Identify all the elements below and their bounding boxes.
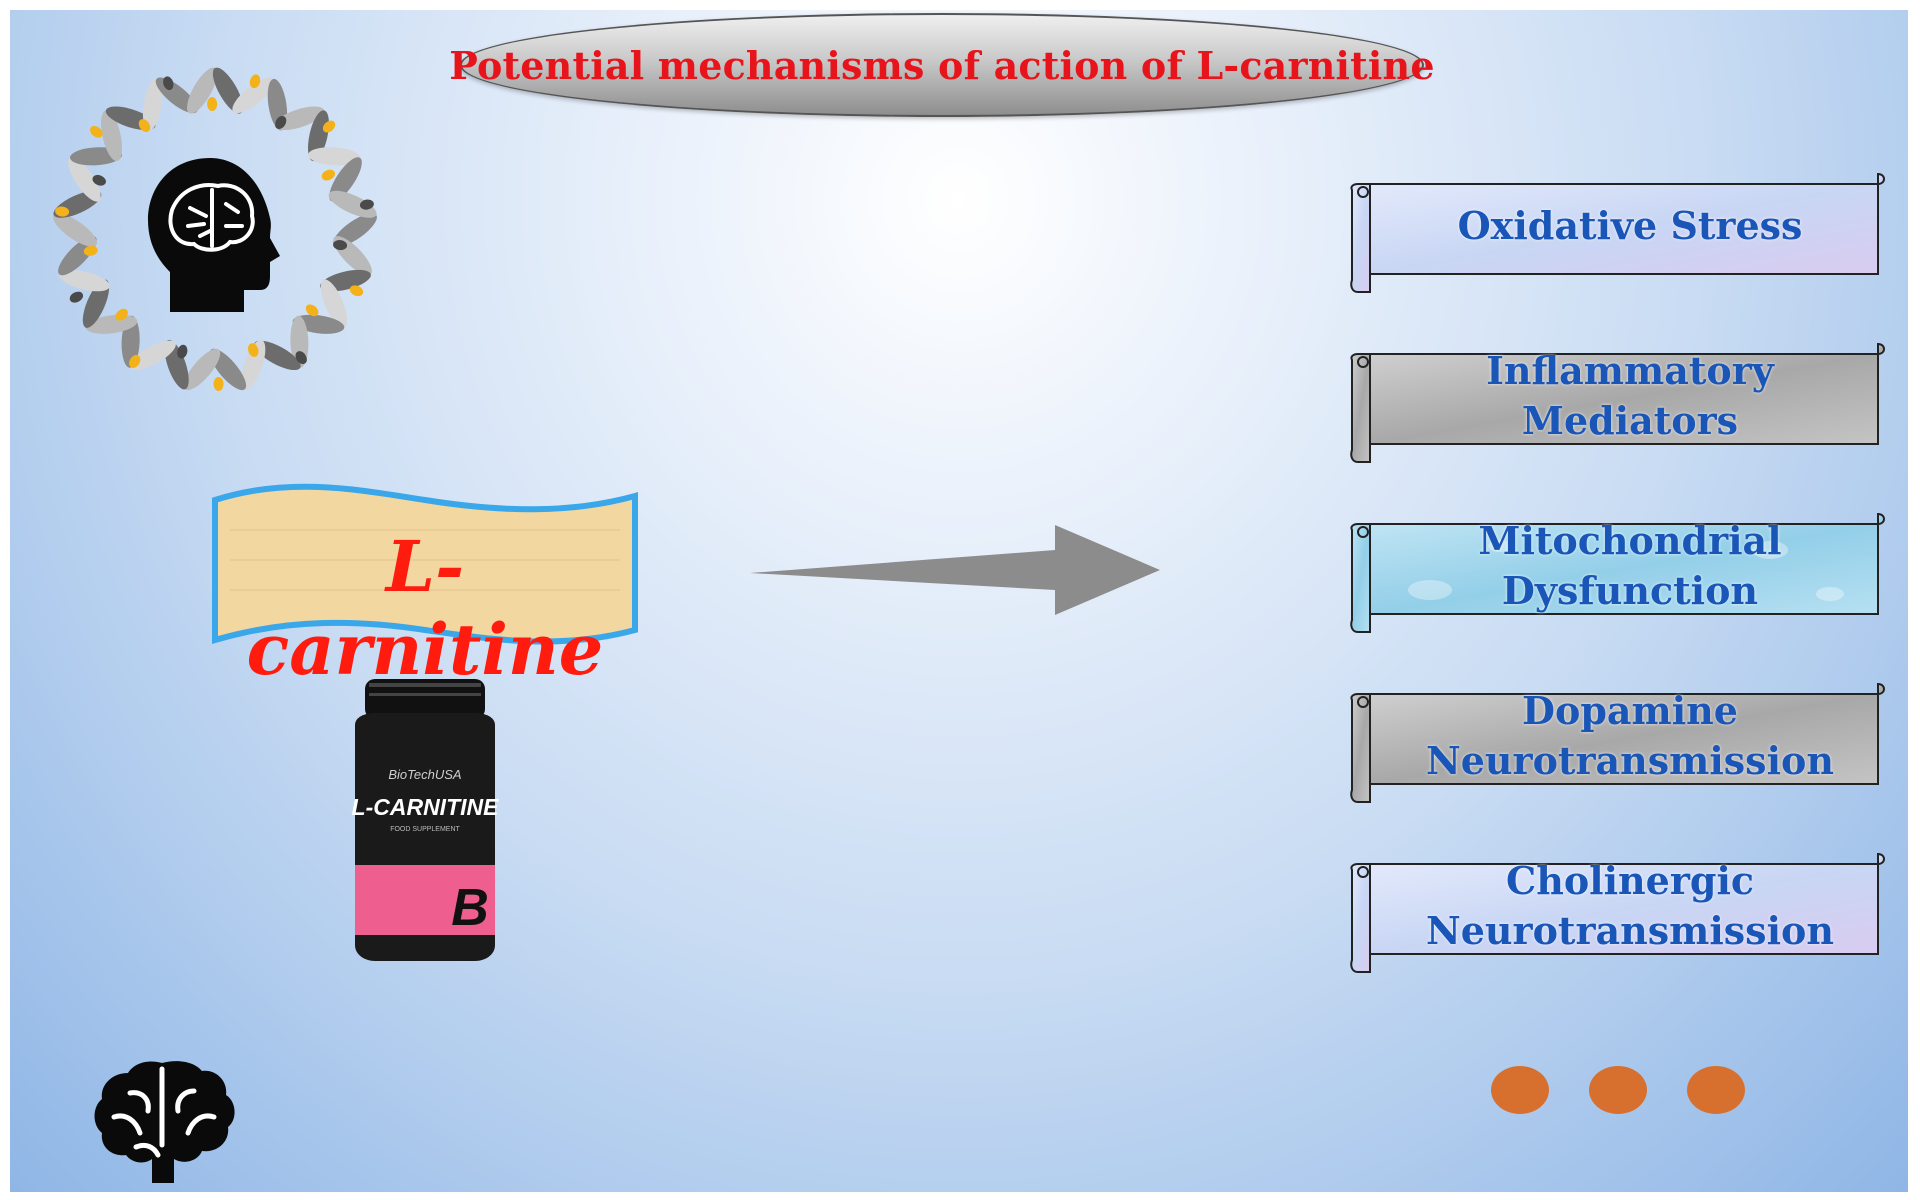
wreath-berry xyxy=(138,119,151,133)
wreath-berry xyxy=(129,354,141,368)
wreath-leaf xyxy=(187,67,218,114)
wreath-leaf xyxy=(254,340,301,371)
bottle-subtitle: FOOD SUPPLEMENT xyxy=(390,826,460,833)
wreath-leaf xyxy=(53,213,97,247)
wreath-leaf xyxy=(142,78,163,131)
wreath-leaf xyxy=(183,348,221,391)
bottle-logo: B xyxy=(451,879,489,937)
wreath-leaf xyxy=(85,314,138,334)
wreath-leaf xyxy=(320,279,348,328)
ellipsis-dots-icon xyxy=(1491,1066,1745,1114)
arrow-right-icon xyxy=(750,525,1160,615)
brain-head-wreath-icon xyxy=(53,67,377,391)
diagram-canvas: Potential mechanisms of action of L-carn… xyxy=(10,10,1908,1192)
scroll-shape xyxy=(1350,852,1885,973)
wreath-berry xyxy=(177,344,188,359)
title-pill: Potential mechanisms of action of L-carn… xyxy=(449,13,1435,117)
bottle-product: L-CARNITINE xyxy=(352,794,500,820)
wreath-berry xyxy=(322,120,336,133)
wreath-leaf xyxy=(129,340,176,371)
wreath-berry xyxy=(163,76,174,91)
wreath-berry xyxy=(349,285,364,297)
mechanism-item: Oxidative Stress xyxy=(1350,170,1890,294)
wreath-berry xyxy=(83,245,98,256)
mechanism-label: Oxidative Stress xyxy=(1457,203,1803,248)
wreath-berry xyxy=(275,115,287,129)
wreath-berry xyxy=(305,304,319,317)
wreath-leaf xyxy=(101,110,123,162)
scroll-shape xyxy=(1350,342,1885,463)
supplement-bottle-image: BioTechUSA L-CARNITINE FOOD SUPPLEMENT B xyxy=(352,679,500,961)
wreath-leaf xyxy=(328,190,377,218)
wreath-leaf xyxy=(82,279,110,328)
bottle-brand: BioTechUSA xyxy=(388,767,461,782)
wreath-leaf xyxy=(308,147,360,166)
wreath-leaf xyxy=(232,77,275,114)
wreath-leaf xyxy=(274,106,325,131)
l-carnitine-banner xyxy=(212,483,638,645)
scroll-shape xyxy=(1350,172,1885,293)
brain-lines xyxy=(168,183,255,252)
wreath-berry xyxy=(90,125,103,138)
wreath-leaf xyxy=(68,157,101,202)
scroll-shape xyxy=(1350,682,1885,803)
wreath-berry xyxy=(248,343,259,357)
page-title: Potential mechanisms of action of L-carn… xyxy=(449,42,1435,88)
wreath-leaf xyxy=(59,269,110,292)
wreath-berry xyxy=(92,174,106,186)
wreath-berry xyxy=(249,74,261,89)
wreath-berry xyxy=(321,169,336,181)
wreath-berry xyxy=(295,351,307,365)
wreath-berry xyxy=(213,376,224,391)
wreath-leaf xyxy=(329,157,362,202)
wreath-leaf xyxy=(241,339,266,390)
wreath-berry xyxy=(359,199,374,210)
scroll-shape xyxy=(1350,512,1885,633)
wreath-berry xyxy=(69,291,84,303)
wreath-berry xyxy=(207,97,218,112)
main-label: L-carnitine xyxy=(246,525,604,691)
brain-icon xyxy=(94,1061,235,1183)
wreath-berry xyxy=(333,240,348,251)
wreath-berry xyxy=(55,206,70,217)
wreath-berry xyxy=(115,308,128,321)
